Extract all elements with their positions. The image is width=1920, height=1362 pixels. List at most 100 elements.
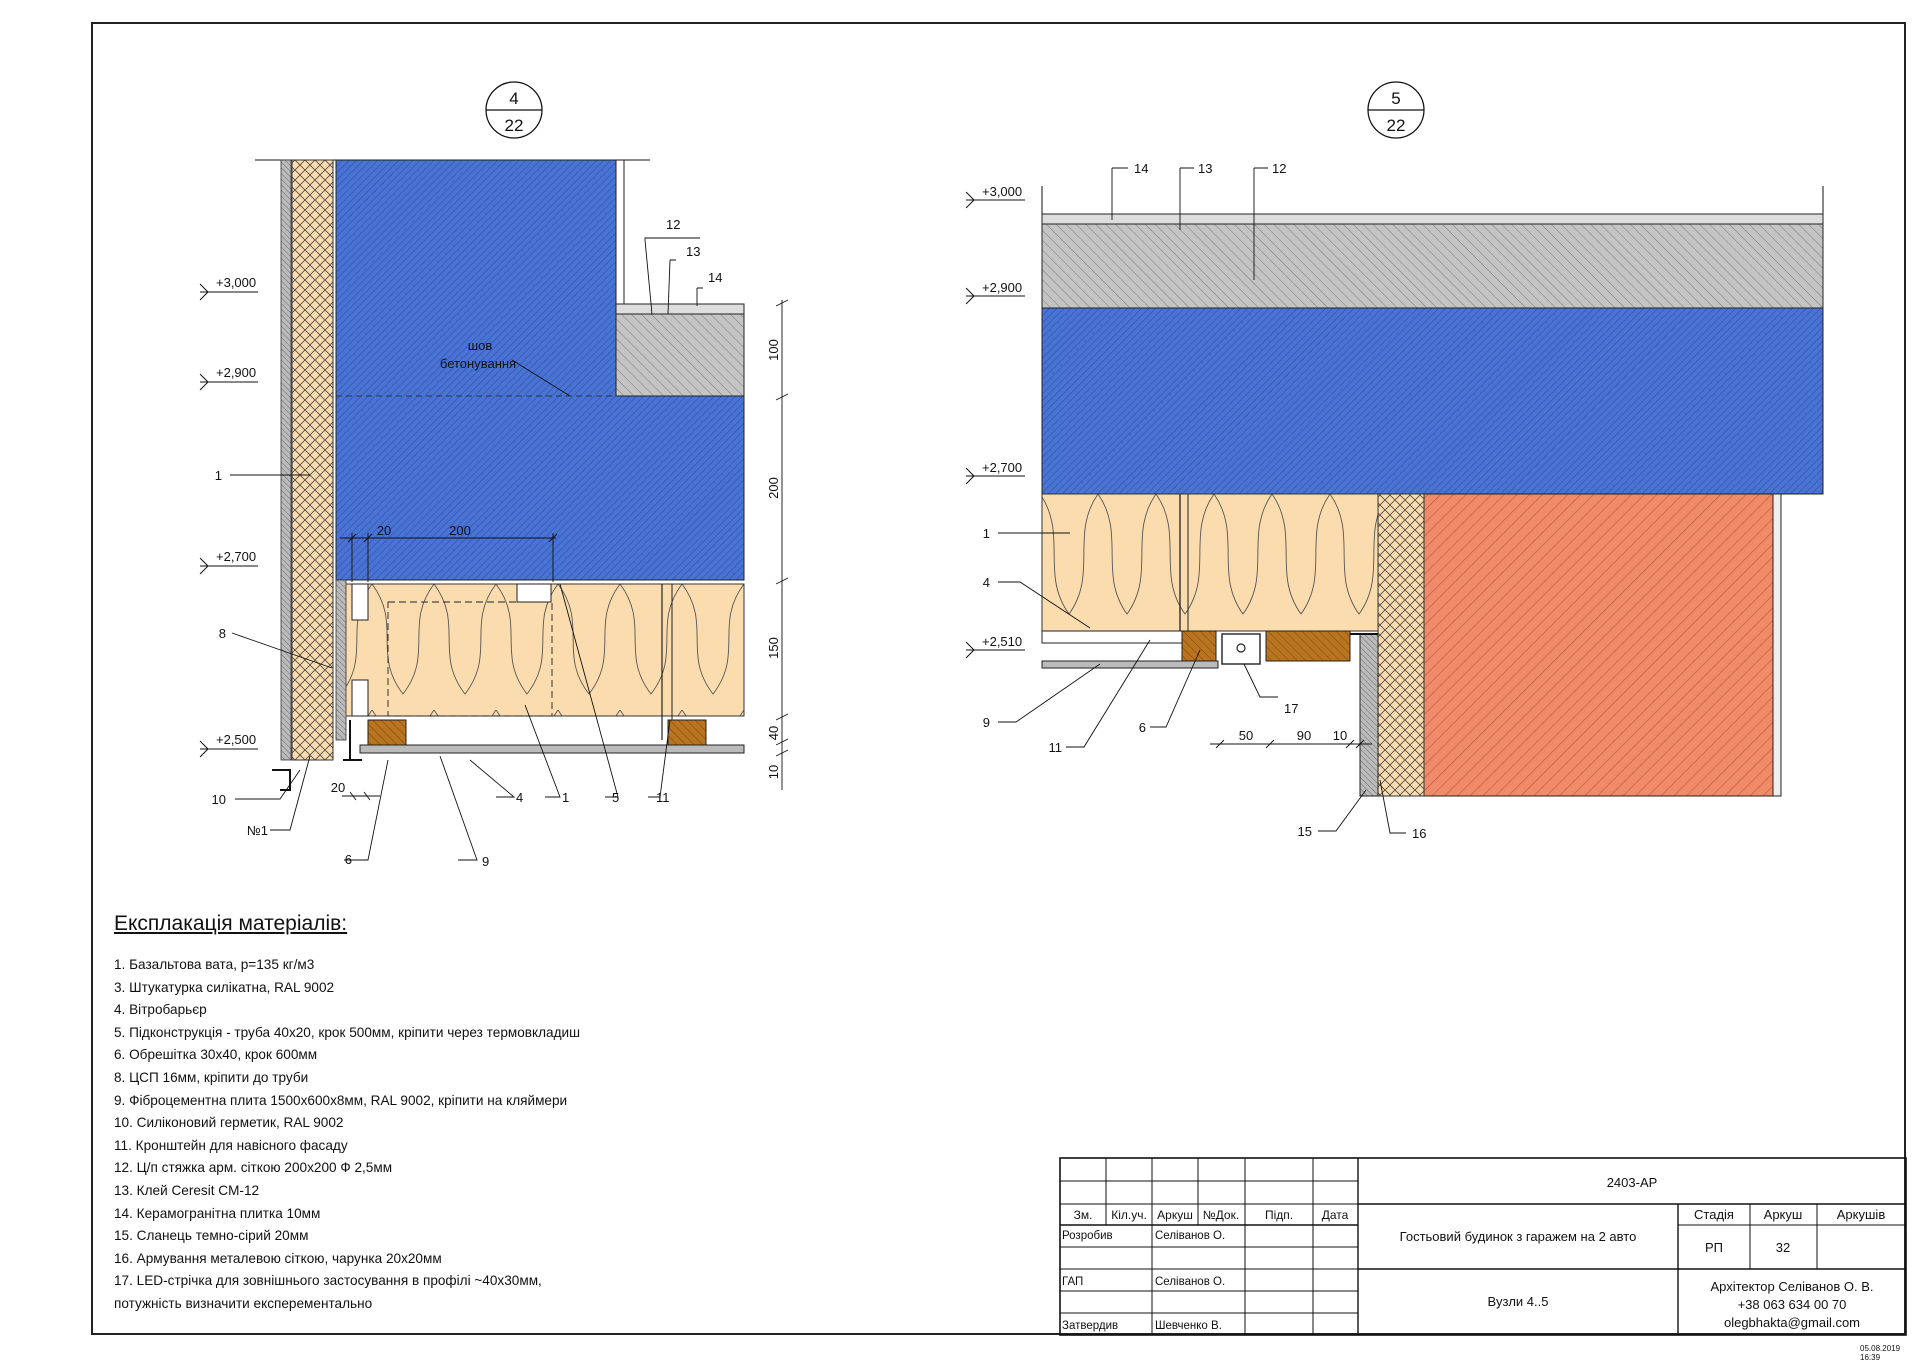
dimension-label: 40	[766, 726, 781, 740]
legend-item: 3. Штукатурка силікатна, RAL 9002	[114, 979, 335, 995]
screed-layer	[615, 313, 745, 397]
project-name: Гостьовий будинок з гаражем на 2 авто	[1400, 1229, 1637, 1244]
legend-item: 5. Підконструкція - труба 40х20, крок 50…	[114, 1024, 581, 1040]
callout-label: 16	[1412, 826, 1426, 841]
sheet-label: Аркуш	[1764, 1207, 1803, 1222]
sheet-value: 32	[1776, 1240, 1790, 1255]
dimension-label: 200	[449, 523, 471, 538]
callout-label: 11	[1049, 740, 1063, 755]
construction-joint-note: шов	[468, 338, 493, 353]
callout-label: 14	[708, 270, 722, 285]
legend-list: 1. Базальтова вата, p=135 кг/м3 3. Штукат…	[114, 954, 814, 1316]
legend-item: 12. Ц/п стяжка арм. сіткою 200х200 Ф 2,5…	[114, 1160, 393, 1176]
legend-item: 13. Клей Ceresit CM-12	[114, 1182, 260, 1198]
callout-label: 9	[983, 715, 990, 730]
title-block-text: 2403-АР Зм. Кіл.уч. Аркуш №Док. Підп. Да…	[1062, 1175, 1885, 1332]
level-marker: +2,900	[982, 280, 1022, 295]
callout-label: 13	[1198, 161, 1212, 176]
signatory-name: Селіванов О.	[1155, 1230, 1225, 1242]
stage-label: Стадія	[1694, 1207, 1734, 1222]
callout-label: 4	[516, 790, 523, 805]
callout-label: 10	[212, 792, 226, 807]
led-profile	[1221, 633, 1261, 665]
dimension-label: 50	[1239, 728, 1253, 743]
legend-item: 11. Кронштейн для навісного фасаду	[114, 1137, 348, 1153]
table-header: Кіл.уч.	[1111, 1208, 1147, 1222]
level-marker: +2,900	[216, 365, 256, 380]
slate-cladding	[1359, 633, 1379, 797]
stage-value: РП	[1705, 1240, 1723, 1255]
dimension-label: 90	[1297, 728, 1311, 743]
callout-label: 8	[219, 626, 226, 641]
batten	[667, 719, 707, 746]
legend-item: 9. Фіброцементна плита 1500х600х8мм, RAL…	[114, 1092, 568, 1108]
dimension-label: 200	[766, 477, 781, 499]
batten	[367, 719, 407, 746]
signatory-name: Селіванов О.	[1155, 1276, 1225, 1288]
legend-item: 6. Обрешітка 30х40, крок 600мм	[114, 1047, 318, 1063]
level-marker: +2,700	[982, 460, 1022, 475]
detail-number: 4	[509, 89, 518, 108]
callout-label: 12	[1272, 161, 1286, 176]
table-header: Дата	[1322, 1208, 1349, 1222]
signatory-name: Шевченко В.	[1155, 1320, 1222, 1332]
batten	[1181, 630, 1217, 662]
level-marker: +2,510	[982, 634, 1022, 649]
signatory-role: Розробив	[1062, 1230, 1113, 1242]
dimension-label: 20	[331, 780, 345, 795]
callout-label: 1	[983, 526, 990, 541]
detail-5: 5 22 +3,000 +2,900	[965, 81, 1824, 841]
callout-label: №1	[247, 823, 268, 838]
tile-layer	[1041, 213, 1824, 225]
sheet-title: Вузли 4..5	[1488, 1294, 1549, 1309]
legend-item: 14. Керамогранітна плитка 10мм	[114, 1205, 321, 1221]
wall-plaster	[280, 159, 292, 761]
dimension-label: 20	[377, 523, 391, 538]
detail-4: 4 22	[199, 81, 789, 869]
email: olegbhakta@gmail.com	[1724, 1315, 1860, 1330]
detail-number: 5	[1391, 89, 1400, 108]
detail-sheet: 22	[1387, 116, 1406, 135]
legend-item: 15. Сланець темно-сірий 20мм	[114, 1228, 309, 1244]
materials-legend: Експлакація матеріалів: 1. Базальтова ва…	[114, 912, 814, 1316]
drawing-code: 2403-АР	[1607, 1175, 1658, 1190]
table-header: №Док.	[1203, 1208, 1239, 1222]
level-marker: +2,700	[216, 549, 256, 564]
callout-label: 1	[215, 468, 222, 483]
signatory-role: Затвердив	[1062, 1320, 1118, 1332]
wall-insulation	[291, 159, 334, 761]
author: Архітектор Селіванов О. В.	[1710, 1279, 1873, 1294]
tile-layer	[615, 303, 745, 315]
concrete-slab-right	[1041, 307, 1824, 495]
callout-label: 11	[656, 790, 670, 805]
callout-label: 5	[612, 790, 619, 805]
fibrocement-board	[359, 744, 745, 754]
soffit-insulation	[1041, 493, 1379, 632]
signatory-role: ГАП	[1062, 1276, 1083, 1288]
dimension-label: 10	[766, 765, 781, 779]
callout-label: 9	[482, 854, 489, 869]
legend-title: Експлакація матеріалів:	[114, 912, 348, 935]
legend-item: 8. ЦСП 16мм, кріпити до труби	[114, 1069, 309, 1085]
table-header: Зм.	[1074, 1208, 1093, 1222]
dimension-label: 100	[766, 339, 781, 361]
sheets-label: Аркушів	[1837, 1207, 1886, 1222]
soffit-insulation	[344, 583, 745, 717]
level-marker: +3,000	[216, 275, 256, 290]
dimension-label: 150	[766, 637, 781, 659]
legend-item: 10. Силіконовий герметик, RAL 9002	[114, 1115, 344, 1131]
table-header: Аркуш	[1157, 1208, 1193, 1222]
screed-layer	[1041, 223, 1824, 309]
detail-sheet: 22	[505, 116, 524, 135]
legend-item: 1. Базальтова вата, p=135 кг/м3	[114, 957, 315, 972]
callout-label: 13	[686, 244, 700, 259]
legend-item: 16. Армування металевою сіткою, чарунка …	[114, 1250, 442, 1266]
callout-label: 6	[1139, 720, 1146, 735]
reinforced-insulation	[1377, 493, 1425, 797]
fibrocement-board	[1041, 660, 1219, 669]
drawing-frame	[91, 22, 1906, 1335]
dimension-label: 10	[1333, 728, 1347, 743]
callout-label: 12	[666, 217, 680, 232]
level-marker: +2,500	[216, 732, 256, 747]
